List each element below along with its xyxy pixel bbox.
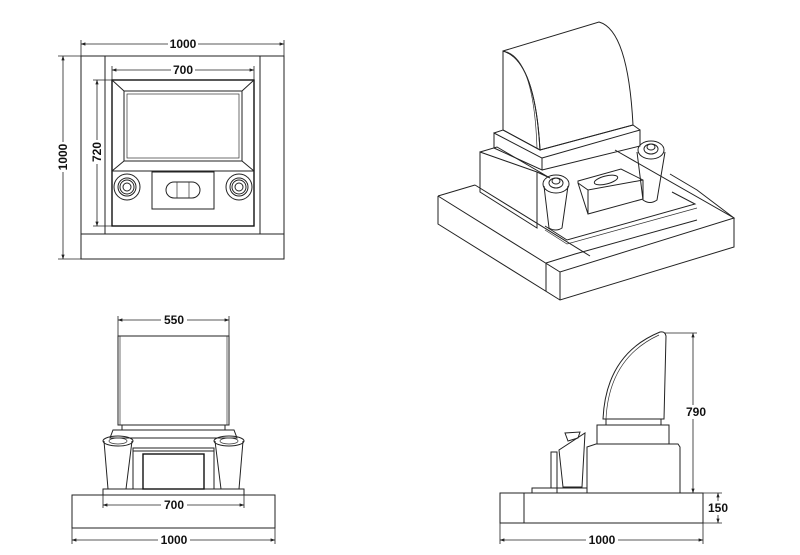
side-headstone-curve <box>605 334 660 420</box>
iso-headstone-curve <box>506 51 538 149</box>
iso-middle-block-front <box>541 129 641 171</box>
dim-label-front-platform-width: 700 <box>164 498 184 512</box>
iso-base-inner <box>474 184 591 257</box>
iso-vase-left <box>542 174 570 231</box>
iso-vase-right <box>636 140 666 203</box>
front-incense-box <box>142 453 205 490</box>
front-headstone-base <box>121 424 226 431</box>
front-upper-step <box>109 429 238 439</box>
plan-incense-box <box>151 171 215 210</box>
plan-body <box>111 79 255 227</box>
iso-base-inner <box>437 184 476 197</box>
isometric-view <box>437 21 736 301</box>
front-headstone <box>117 335 230 426</box>
iso-base-inner <box>669 173 735 219</box>
plan-view: 1000 700 1000 720 <box>56 37 285 260</box>
label-bg <box>158 533 190 547</box>
label-bg <box>56 142 70 172</box>
label-bg <box>161 498 187 512</box>
front-platform <box>102 488 245 496</box>
label-bg <box>682 405 710 419</box>
dim-label-plan-body-width: 700 <box>173 63 193 77</box>
dim-label-side-base-depth: 1000 <box>589 533 616 547</box>
front-view: 550 700 1000 <box>71 313 276 547</box>
iso-headstone-front <box>502 21 634 151</box>
plan-bevel <box>241 79 255 92</box>
label-bg <box>586 533 618 547</box>
side-incense-box <box>550 451 558 493</box>
iso-incense-opening <box>593 174 619 186</box>
iso-lower-block-top <box>479 146 551 179</box>
iso-lower-block-left <box>479 151 538 229</box>
plan-bevel <box>241 160 255 172</box>
label-bg <box>171 63 195 77</box>
plan-vase-left <box>113 173 141 201</box>
iso-base-inner <box>545 219 698 264</box>
dim-label-side-total-height: 790 <box>686 405 706 419</box>
plan-bevel <box>111 160 125 172</box>
dim-label-plan-depth: 1000 <box>56 143 70 170</box>
plan-vase-right <box>225 173 253 201</box>
dim-label-plan-width: 1000 <box>170 37 197 51</box>
dim-label-front-headstone-width: 550 <box>164 313 184 327</box>
iso-incense-box-top <box>577 179 644 191</box>
iso-platform <box>544 191 697 241</box>
plan-incense-opening <box>165 181 201 199</box>
label-bg <box>90 140 104 164</box>
iso-platform-edge <box>544 207 698 245</box>
label-bg <box>161 313 187 327</box>
iso-base-top-edge <box>437 149 736 273</box>
side-middle-block <box>596 424 670 445</box>
side-headstone <box>602 331 667 420</box>
front-vase-left <box>102 435 134 490</box>
plan-headstone-top <box>123 90 243 162</box>
dim-label-front-base-width: 1000 <box>161 533 188 547</box>
side-headstone-base <box>605 418 662 426</box>
front-vase-right <box>213 435 245 490</box>
plan-headstone-inner <box>126 93 240 159</box>
plan-outer-base <box>80 55 285 260</box>
side-base <box>499 492 704 524</box>
plan-bevel <box>111 79 125 92</box>
label-bg <box>706 501 732 515</box>
dim-label-side-base-height: 150 <box>708 501 728 515</box>
side-platform <box>531 487 588 494</box>
side-vase-top <box>564 431 581 442</box>
label-bg <box>168 37 198 51</box>
side-lower-block <box>586 443 681 493</box>
dim-label-plan-body-depth: 720 <box>90 142 104 162</box>
side-view: 790 150 1000 <box>499 331 732 547</box>
iso-base-sides <box>437 196 735 301</box>
side-vase <box>558 432 586 488</box>
